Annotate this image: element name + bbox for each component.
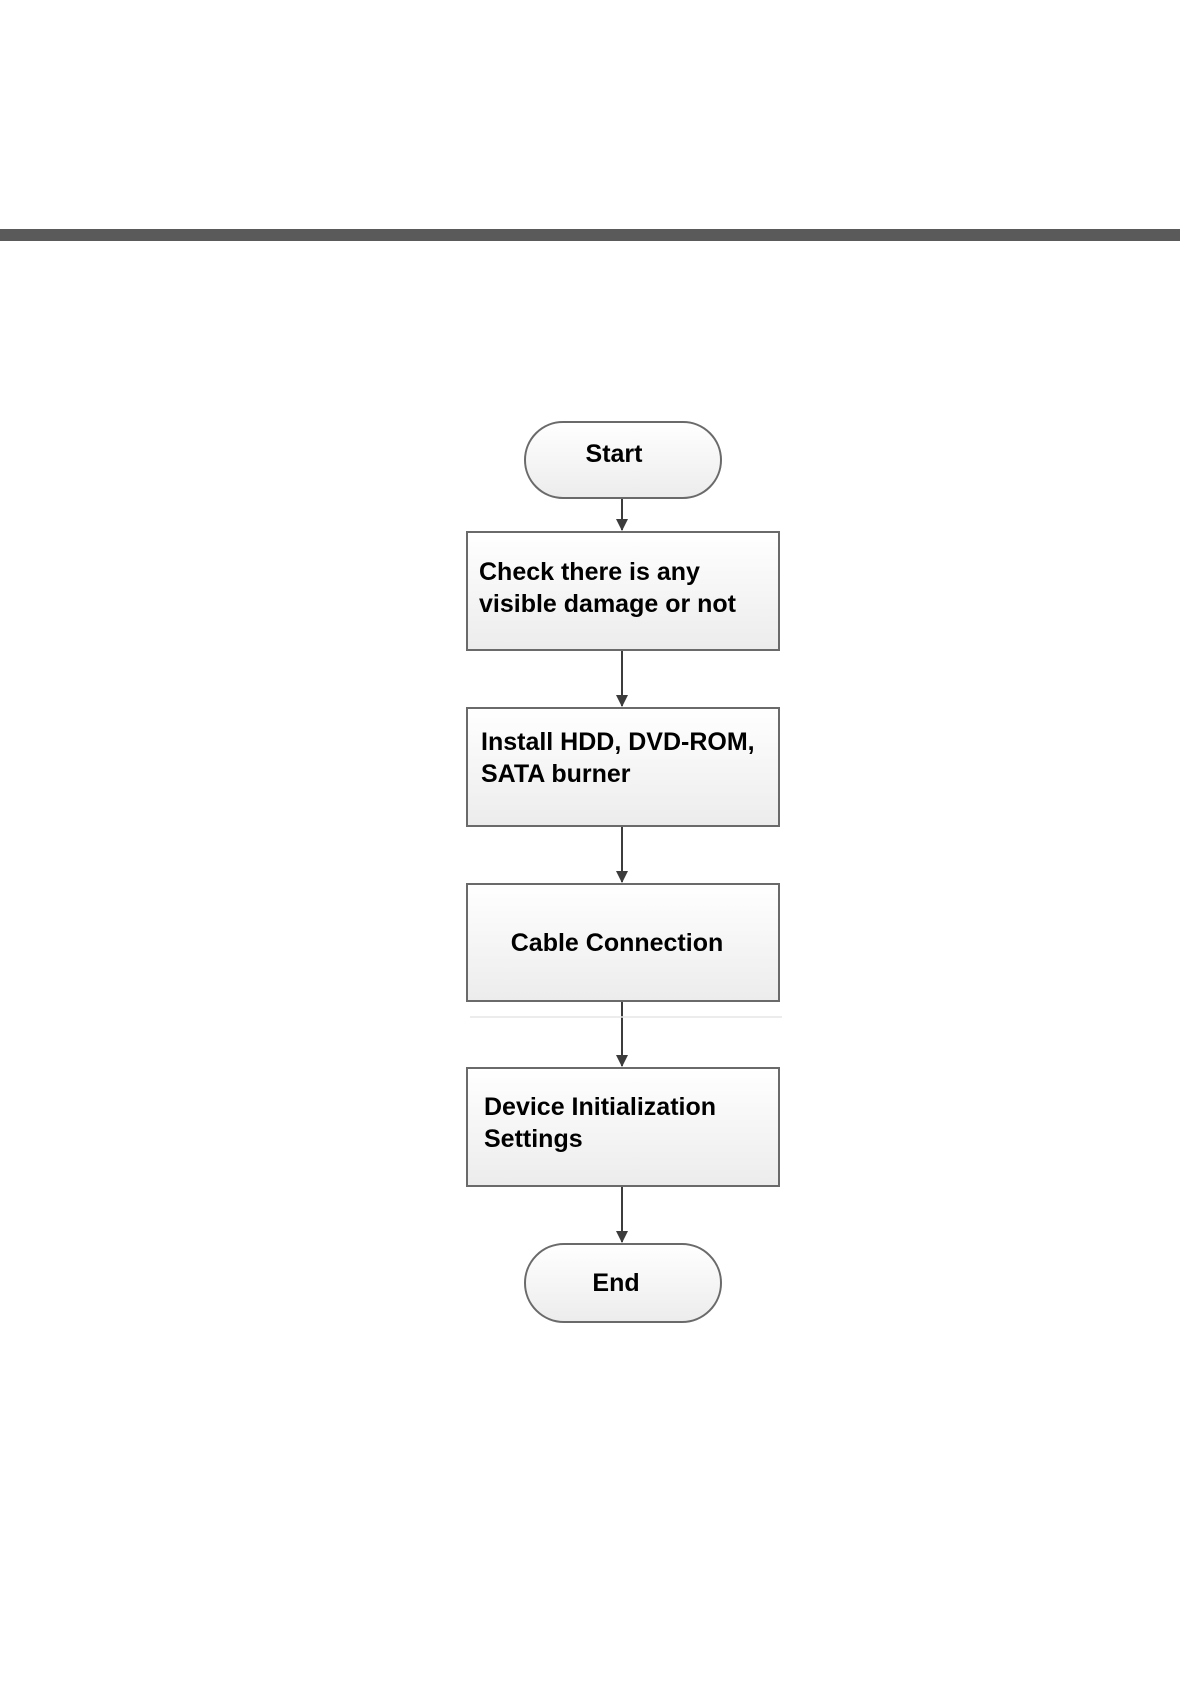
node-check-damage-line-1: Check there is any	[479, 558, 700, 586]
flow-node-start: Start	[525, 422, 721, 498]
node-device-init-line-1: Device Initialization	[484, 1093, 716, 1121]
flow-node-device-init: Device Initialization Settings	[467, 1068, 779, 1186]
svg-text:Start: Start	[586, 440, 644, 468]
flow-node-check-damage: Check there is any visible damage or not	[467, 532, 779, 650]
node-end-label: End	[592, 1269, 639, 1297]
flow-node-end: End	[525, 1244, 721, 1322]
svg-text:Cable Connection: Cable Connection	[511, 929, 724, 957]
node-install-hdd-line-2: SATA burner	[481, 760, 631, 788]
node-start-label: Start	[586, 440, 644, 468]
node-check-damage-line-2: visible damage or not	[479, 590, 737, 618]
svg-text:End: End	[592, 1269, 639, 1297]
flow-node-install-hdd: Install HDD, DVD-ROM, SATA burner	[467, 708, 779, 826]
node-install-hdd-line-1: Install HDD, DVD-ROM,	[481, 728, 755, 756]
node-cable-connection-label: Cable Connection	[511, 929, 724, 957]
flow-node-cable-connection: Cable Connection	[467, 884, 779, 1001]
node-device-init-line-2: Settings	[484, 1125, 583, 1153]
